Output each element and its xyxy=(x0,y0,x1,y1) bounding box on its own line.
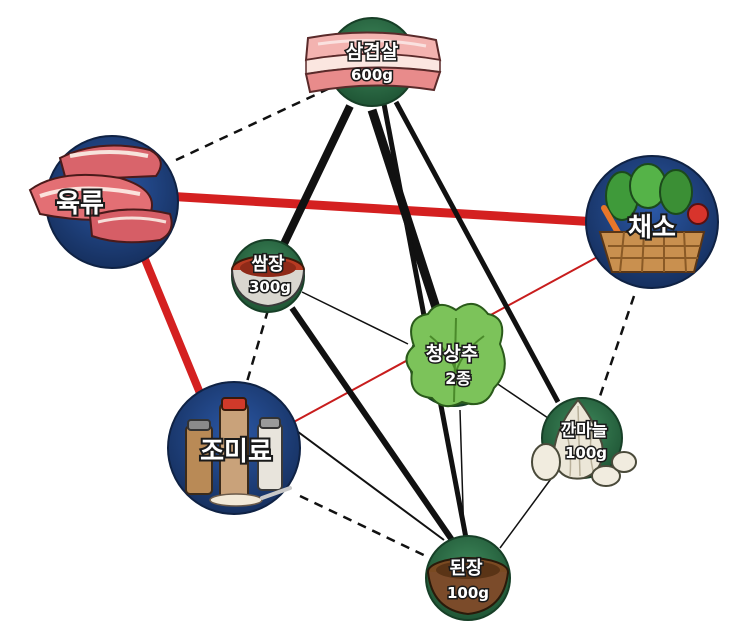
node-samgyeopsal-name: 삼겹살 xyxy=(346,41,399,63)
node-lettuce-amount: 2종 xyxy=(445,369,471,388)
garlic-icon xyxy=(531,398,637,487)
node-doenjang: 된장 100g xyxy=(425,535,511,621)
meat-slices-icon xyxy=(28,144,173,244)
link-ssamjang-lettuce xyxy=(301,291,409,345)
node-garlic-name: 깐마늘 xyxy=(561,421,608,441)
link-meat-samgyeopsal-dashed xyxy=(175,86,331,162)
link-meat-seasoning xyxy=(138,250,206,400)
node-garlic-amount: 100g xyxy=(565,444,607,462)
node-vegetables-name: 채소 xyxy=(628,213,676,243)
link-samgyeopsal-garlic xyxy=(393,100,561,404)
node-meat-name: 육류 xyxy=(56,189,104,219)
node-garlic: 깐마늘 100g xyxy=(531,397,637,487)
lettuce-icon xyxy=(405,303,506,408)
vegetable-basket-icon xyxy=(598,163,709,273)
node-vegetables: 채소 xyxy=(585,155,719,289)
link-lettuce-doenjang xyxy=(459,409,465,541)
link-ssamjang-doenjang xyxy=(289,306,455,542)
node-seasoning: 조미료 xyxy=(167,381,301,515)
node-lettuce: 청상추 2종 xyxy=(405,303,506,408)
sauce-bowl-icon xyxy=(231,255,305,308)
node-ssamjang-amount: 300g xyxy=(249,278,291,296)
pork-belly-icon xyxy=(304,31,442,94)
link-garlic-doenjang xyxy=(499,471,557,549)
link-seasoning-doenjang-dashed xyxy=(299,494,431,560)
node-lettuce-name: 청상추 xyxy=(426,343,478,365)
node-doenjang-amount: 100g xyxy=(447,584,489,602)
paste-bowl-icon xyxy=(427,557,509,616)
node-seasoning-name: 조미료 xyxy=(200,437,272,467)
node-samgyeopsal-amount: 600g xyxy=(351,66,393,84)
link-seasoning-doenjang-thick xyxy=(281,419,445,541)
node-meat: 육류 xyxy=(28,135,179,269)
link-samgyeopsal-ssamjang xyxy=(278,104,354,250)
link-meat-vegetables xyxy=(164,191,599,227)
link-ssamjang-seasoning-dashed xyxy=(242,309,270,393)
node-ssamjang-name: 쌈장 xyxy=(251,254,285,275)
node-ssamjang: 쌈장 300g xyxy=(231,239,305,313)
spice-jars-icon xyxy=(185,397,292,507)
node-doenjang-name: 된장 xyxy=(449,558,483,579)
link-vegetables-garlic-dashed xyxy=(596,295,636,403)
node-samgyeopsal: 삼겹살 600g xyxy=(304,17,442,107)
